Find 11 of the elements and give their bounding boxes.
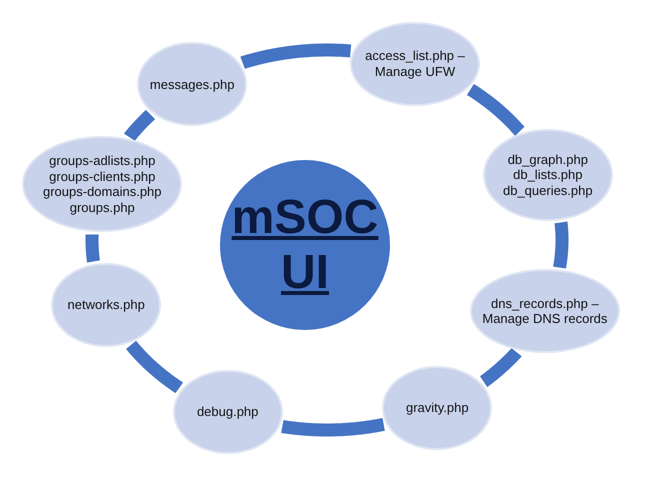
file-label: networks.php xyxy=(68,297,145,313)
file-label: gravity.php xyxy=(406,400,469,416)
file-label: dns_records.php – Manage DNS records xyxy=(481,296,608,327)
ring-connector xyxy=(478,346,523,388)
center-title: mSOC UI xyxy=(230,190,380,300)
ring-connector xyxy=(464,84,526,138)
file-label: db_graph.php db_lists.php db_queries.php xyxy=(502,152,594,198)
file-label: access_list.php – Manage UFW xyxy=(364,48,466,80)
file-label: groups-adlists.php groups-clients.php groups-domains.php groups.php xyxy=(42,153,163,216)
file-label: debug.php xyxy=(196,404,258,420)
file-label: messages.php xyxy=(150,76,234,92)
